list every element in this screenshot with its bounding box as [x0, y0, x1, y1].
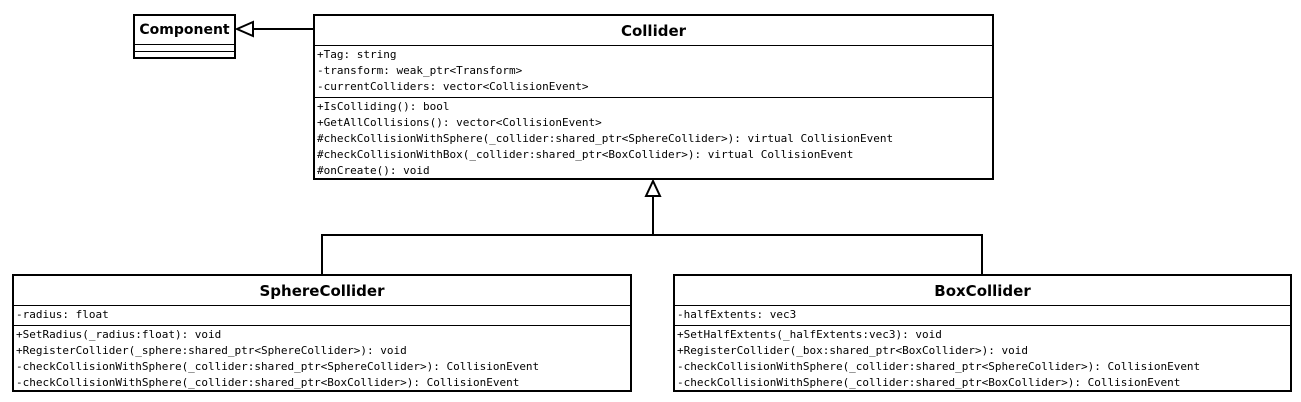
attribute: -currentColliders: vector<CollisionEvent…	[317, 80, 589, 93]
class-collider-methods: +IsColliding(): bool +GetAllCollisions()…	[315, 98, 992, 181]
method: +RegisterCollider(_box:shared_ptr<BoxCol…	[677, 344, 1028, 357]
method: -checkCollisionWithSphere(_collider:shar…	[16, 360, 540, 373]
method: #checkCollisionWithSphere(_collider:shar…	[317, 132, 894, 145]
class-component[interactable]: Component	[133, 14, 236, 59]
method: +GetAllCollisions(): vector<CollisionEve…	[317, 116, 602, 129]
class-box-collider[interactable]: BoxCollider -halfExtents: vec3 +SetHalfE…	[673, 274, 1292, 392]
class-collider-attributes: +Tag: string -transform: weak_ptr<Transf…	[315, 46, 992, 98]
class-sphere-collider-attributes: -radius: float	[14, 306, 630, 326]
attribute: -radius: float	[16, 308, 109, 321]
class-sphere-collider[interactable]: SphereCollider -radius: float +SetRadius…	[12, 274, 632, 392]
class-box-collider-name: BoxCollider	[675, 276, 1290, 306]
class-collider[interactable]: Collider +Tag: string -transform: weak_p…	[313, 14, 994, 180]
class-sphere-collider-name: SphereCollider	[14, 276, 630, 306]
generalization-arrowhead-component	[234, 20, 254, 38]
method: #checkCollisionWithBox(_collider:shared_…	[317, 148, 854, 161]
method: +IsColliding(): bool	[317, 100, 450, 113]
class-collider-name: Collider	[315, 16, 992, 46]
method: -checkCollisionWithSphere(_collider:shar…	[677, 360, 1201, 373]
method: +SetHalfExtents(_halfExtents:vec3): void	[677, 328, 942, 341]
class-box-collider-attributes: -halfExtents: vec3	[675, 306, 1290, 326]
method: #onCreate(): void	[317, 164, 430, 177]
method: +RegisterCollider(_sphere:shared_ptr<Sph…	[16, 344, 407, 357]
class-sphere-collider-methods: +SetRadius(_radius:float): void +Registe…	[14, 326, 630, 393]
method: -checkCollisionWithSphere(_collider:shar…	[16, 376, 520, 389]
generalization-arrowhead-collider	[644, 178, 662, 197]
attribute: +Tag: string	[317, 48, 397, 61]
class-component-name: Component	[135, 16, 234, 45]
attribute: -halfExtents: vec3	[677, 308, 797, 321]
class-component-methods	[135, 52, 234, 57]
class-box-collider-methods: +SetHalfExtents(_halfExtents:vec3): void…	[675, 326, 1290, 393]
class-component-attributes	[135, 45, 234, 52]
method: -checkCollisionWithSphere(_collider:shar…	[677, 376, 1181, 389]
method: +SetRadius(_radius:float): void	[16, 328, 222, 341]
attribute: -transform: weak_ptr<Transform>	[317, 64, 523, 77]
